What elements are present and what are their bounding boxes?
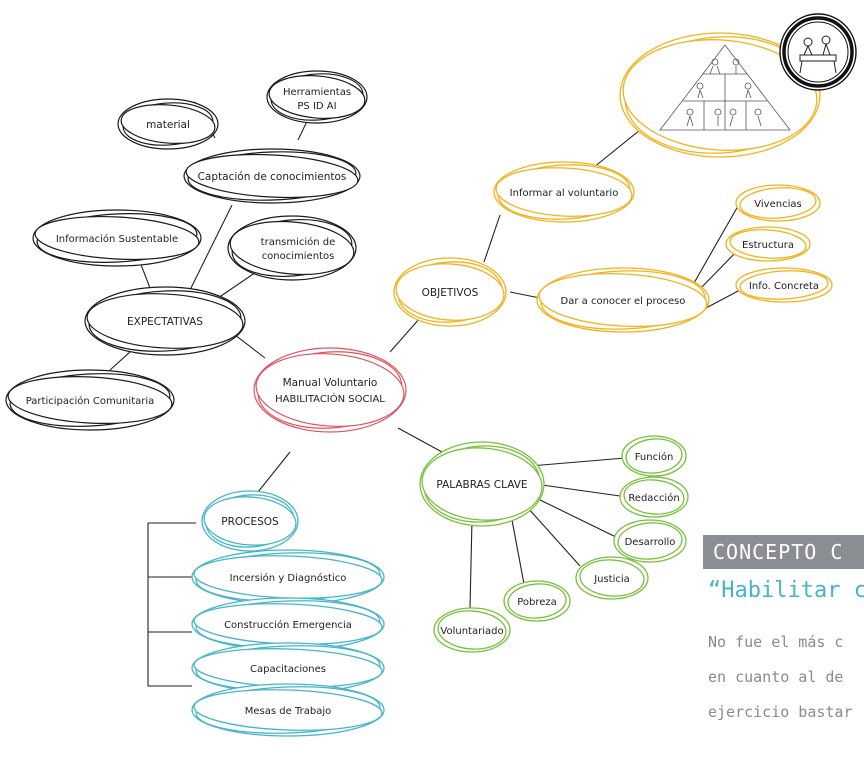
concepto-heading: CONCEPTO C	[703, 535, 864, 569]
connectors	[109, 77, 811, 687]
label-dar-a-conocer: Dar a conocer el proceso	[561, 296, 686, 307]
label-palabras: PALABRAS CLAVE	[436, 479, 527, 491]
expectativas-branch	[5, 70, 368, 431]
label-vivencias: Vivencias	[754, 199, 801, 210]
node-redaccion	[619, 476, 689, 518]
label-info-concreta: Info. Concreta	[749, 281, 819, 292]
node-justicia	[575, 556, 649, 600]
label-mesas: Mesas de Trabajo	[245, 706, 331, 717]
node-estructura	[725, 226, 811, 262]
label-estructura: Estructura	[742, 240, 794, 251]
node-incersion	[191, 549, 385, 605]
node-desarrollo	[613, 519, 687, 563]
node-objetivos	[393, 257, 507, 327]
label-redaccion: Redacción	[628, 492, 679, 504]
body-text-line-1: No fue el más c	[708, 633, 844, 651]
label-pobreza: Pobreza	[517, 597, 557, 608]
label-justicia: Justicia	[593, 574, 630, 585]
label-construccion: Construcción Emergencia	[224, 619, 352, 631]
node-center	[253, 347, 407, 433]
label-center-1: Manual Voluntario	[283, 377, 378, 389]
label-center-2: HABILITACIÓN SOCIAL	[275, 392, 385, 405]
label-desarrollo: Desarrollo	[625, 537, 676, 548]
node-voluntariado	[433, 607, 511, 653]
node-informacion	[32, 209, 202, 267]
label-material: material	[146, 119, 190, 131]
procesos-branch	[191, 490, 385, 737]
pyramid-illustration	[659, 44, 791, 131]
node-dar-a-conocer	[536, 267, 710, 333]
label-capacitaciones: Capacitaciones	[250, 664, 326, 675]
node-construccion	[191, 597, 385, 651]
label-participacion: Participación Comunitaria	[26, 395, 155, 407]
node-funcion	[621, 435, 687, 477]
label-procesos: PROCESOS	[221, 516, 279, 528]
palabras-branch	[419, 435, 689, 653]
label-captacion: Captación de conocimientos	[198, 171, 347, 183]
concepto-heading-text: CONCEPTO C	[713, 540, 844, 564]
node-vivencias	[735, 184, 821, 222]
node-expectativas	[84, 286, 246, 356]
label-informacion: Información Sustentable	[56, 233, 178, 245]
node-transmision	[227, 215, 357, 281]
node-captacion	[183, 148, 361, 204]
node-info-concreta	[735, 267, 833, 303]
node-capacitaciones	[191, 642, 385, 694]
node-mesas	[191, 683, 385, 737]
node-herramientas	[266, 70, 368, 124]
labels: material Herramientas PS ID AI Captación…	[26, 87, 819, 717]
label-objetivos: OBJETIVOS	[422, 287, 479, 299]
node-pobreza	[503, 580, 571, 622]
label-herramientas-2: PS ID AI	[297, 101, 336, 112]
people-meeting-image	[779, 13, 857, 91]
label-informar: Informar al voluntario	[510, 188, 619, 199]
node-palabras	[419, 441, 545, 527]
node-participacion	[5, 369, 175, 431]
node-material	[117, 98, 219, 150]
label-transmision-1: transmición de	[261, 236, 336, 248]
node-procesos	[201, 490, 299, 552]
label-expectativas: EXPECTATIVAS	[127, 316, 203, 328]
label-transmision-2: conocimientos	[262, 251, 335, 262]
node-informar	[493, 161, 635, 223]
body-text-line-2: en cuanto al de	[708, 668, 844, 686]
label-voluntariado: Voluntariado	[440, 626, 503, 637]
label-incersion: Incersión y Diagnóstico	[230, 572, 347, 584]
label-funcion: Función	[635, 451, 674, 463]
concepto-quote: “Habilitar c	[708, 578, 864, 603]
label-herramientas-1: Herramientas	[283, 87, 351, 98]
body-text-line-3: ejercicio bastar	[708, 703, 853, 721]
